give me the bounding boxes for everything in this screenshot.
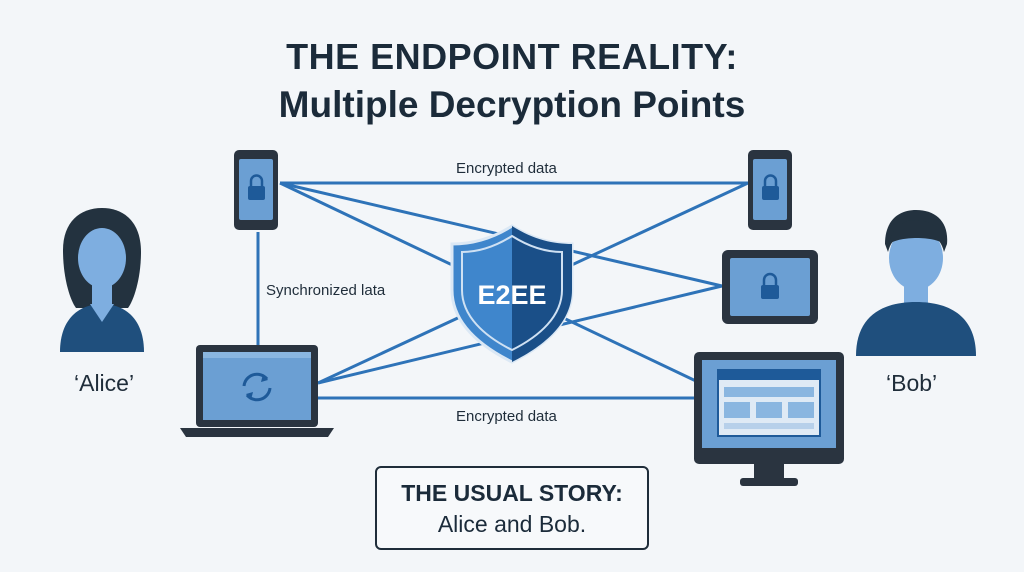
browser-window-icon (717, 369, 821, 437)
edge-label-bottom: Encrypted data (456, 408, 557, 425)
edge-label-top: Encrypted data (456, 160, 557, 177)
edge-label-sync: Synchronized lata (266, 282, 386, 299)
story-subtitle: Alice and Bob. (437, 511, 587, 537)
bob-label: ‘Bob’ (886, 370, 938, 396)
title-line-1: THE ENDPOINT REALITY: (286, 36, 738, 77)
lock-icon (248, 174, 265, 200)
lock-icon (761, 272, 779, 299)
bob-avatar (856, 210, 976, 356)
title-line-2: Multiple Decryption Points (278, 84, 746, 125)
story-heading: THE USUAL STORY: (401, 480, 623, 506)
alice-label: ‘Alice’ (74, 370, 135, 396)
bob-tablet (722, 250, 818, 324)
bob-desktop (694, 352, 844, 486)
sync-icon (242, 372, 272, 402)
shield-label: E2EE (477, 280, 547, 310)
alice-laptop (180, 345, 334, 437)
story-box: THE USUAL STORY: Alice and Bob. (375, 466, 649, 550)
alice-phone (234, 150, 278, 230)
alice-avatar (60, 208, 144, 352)
shield-icon (450, 224, 574, 364)
lock-icon (762, 174, 779, 200)
bob-phone (748, 150, 792, 230)
